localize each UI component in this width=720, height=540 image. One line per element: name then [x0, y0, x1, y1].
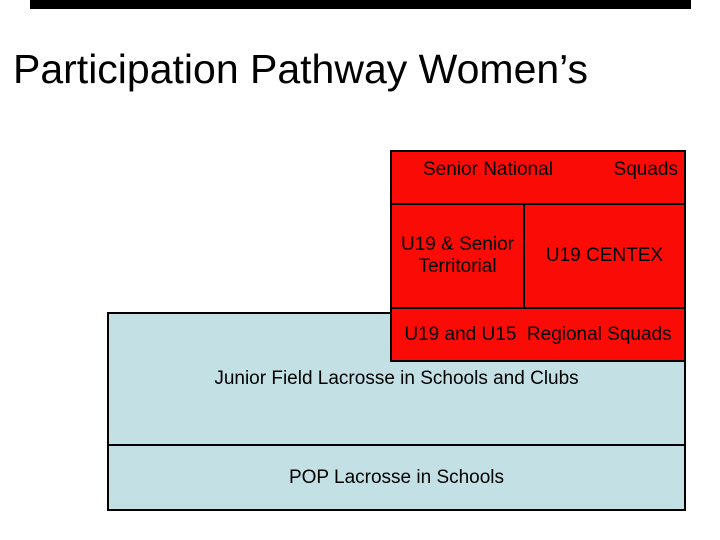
territorial-centex-row: U19 & Senior Territorial U19 CENTEX	[392, 205, 684, 309]
u19-centex-cell: U19 CENTEX	[525, 205, 684, 307]
pop-lacrosse-box: POP Lacrosse in Schools	[107, 444, 686, 511]
u19-senior-territorial-cell: U19 & Senior Territorial	[392, 205, 525, 307]
page-title: Participation Pathway Women’s	[13, 46, 589, 92]
squads-label: Squads	[613, 159, 678, 180]
u19-senior-territorial-line2: Territorial	[418, 256, 497, 277]
u19-senior-territorial-line1: U19 & Senior	[400, 234, 514, 255]
senior-national-row: Senior National Squads	[392, 152, 684, 205]
top-accent-bar	[30, 0, 691, 9]
elite-pathway-box: Senior National Squads U19 & Senior Terr…	[390, 150, 686, 362]
junior-field-label: Junior Field Lacrosse in Schools and Clu…	[214, 368, 579, 389]
regional-squads-row: U19 and U15 Regional Squads	[392, 309, 684, 360]
u19-centex-label: U19 CENTEX	[545, 245, 664, 266]
senior-national-label: Senior National	[423, 159, 553, 180]
pop-lacrosse-label: POP Lacrosse in Schools	[288, 466, 505, 488]
regional-squads-label: U19 and U15 Regional Squads	[404, 323, 672, 345]
